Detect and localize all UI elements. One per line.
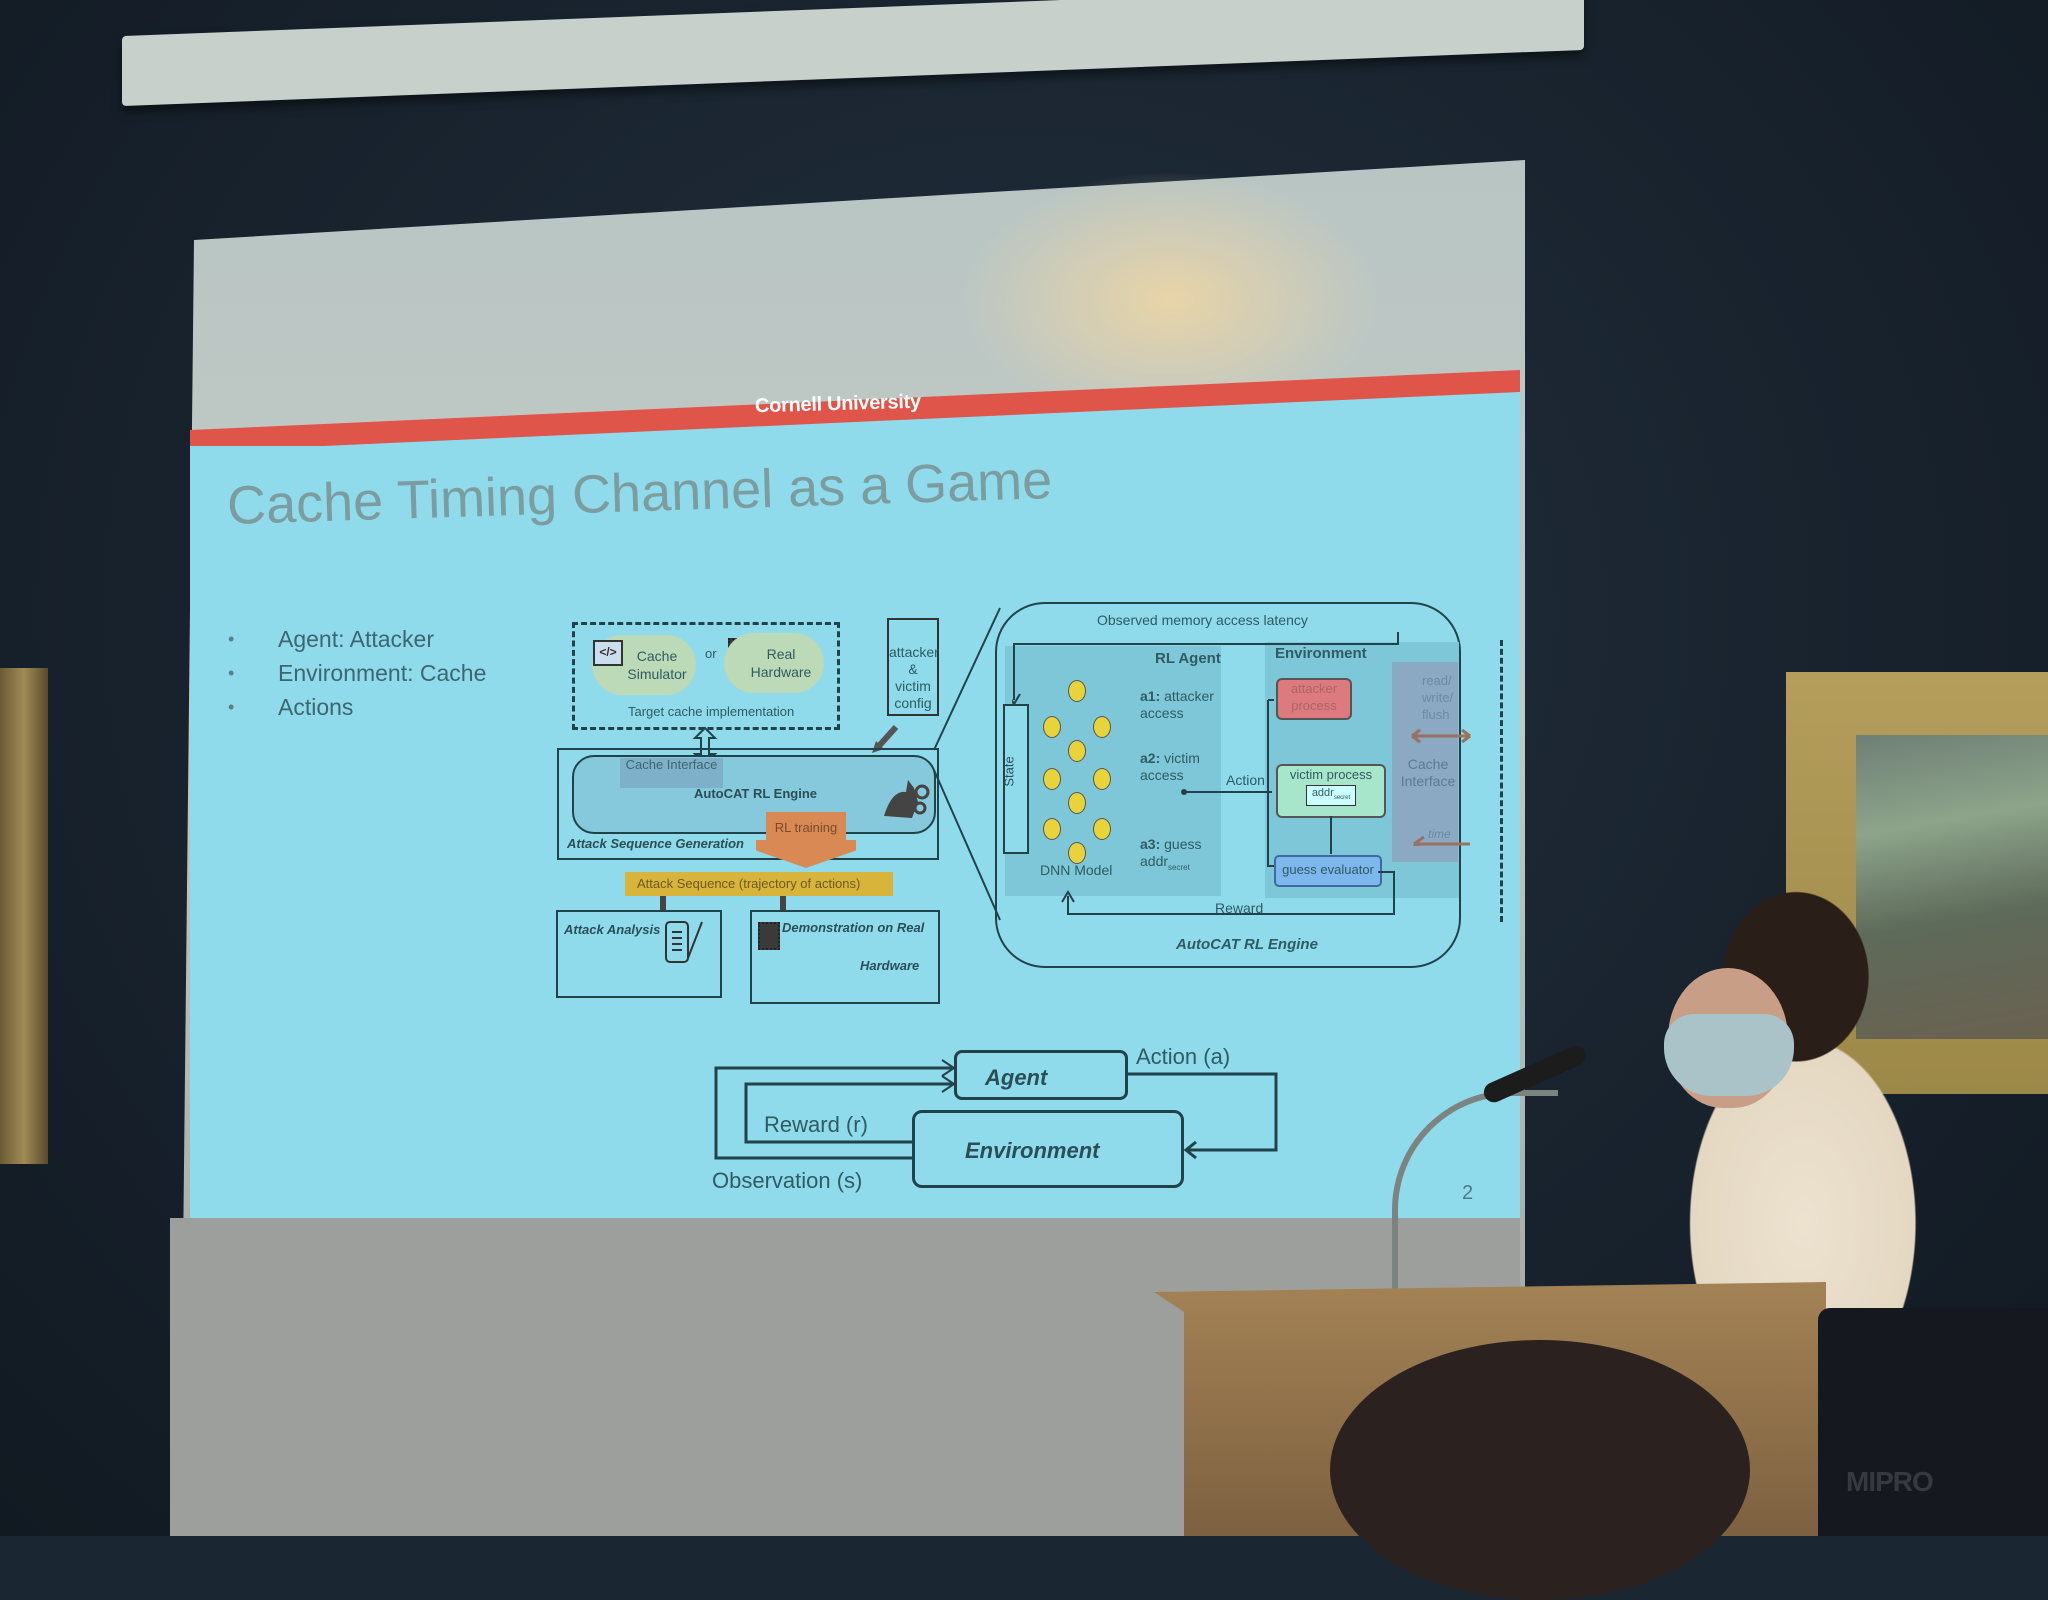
observation-s-label: Observation (s) — [712, 1168, 863, 1193]
action-a3: a3: guess addrsecret — [1140, 836, 1202, 872]
agent-box: Agent — [954, 1050, 1128, 1100]
rl-agent-panel — [1005, 646, 1221, 896]
attack-sequence-bar: Attack Sequence (trajectory of actions) — [625, 872, 893, 896]
header-brand: Cornell University — [754, 390, 922, 418]
dashed-bracket — [1500, 640, 1515, 922]
cache-interface-panel — [1392, 662, 1458, 862]
down-arrow-icon — [780, 896, 786, 910]
demonstration-box: Demonstration on Real Hardware — [750, 910, 940, 1004]
dnn-node — [1068, 842, 1086, 864]
dnn-node — [1043, 768, 1061, 790]
real-hardware-pill: Real Hardware — [724, 633, 824, 693]
dnn-node — [1043, 818, 1061, 840]
dnn-node — [1043, 716, 1061, 738]
zoom-connector-lines — [933, 607, 1001, 921]
or-label: or — [705, 646, 717, 661]
engine-caption: AutoCAT RL Engine — [1176, 936, 1318, 953]
victim-process-box: victim process addrsecret — [1276, 764, 1386, 818]
rl-agent-label: RL Agent — [1155, 650, 1221, 667]
action-a2: a2: victim access — [1140, 750, 1200, 783]
audience-head — [1330, 1340, 1750, 1600]
rl-loop-arrows — [714, 1059, 1278, 1160]
dnn-node — [1068, 680, 1086, 702]
dnn-node — [1093, 716, 1111, 738]
observed-latency-label: Observed memory access latency — [1097, 612, 1308, 628]
bullet-icon: • — [228, 697, 235, 717]
read-write-flush-label: read/ write/ flush — [1422, 673, 1454, 722]
bullet-list: •Agent: Attacker •Environment: Cache •Ac… — [228, 622, 486, 724]
chip-icon — [758, 922, 780, 950]
victim-to-guess-arrow — [1330, 816, 1332, 854]
dnn-node — [1068, 792, 1086, 814]
attacker-process-box: attacker process — [1276, 678, 1352, 720]
dnn-node — [1093, 818, 1111, 840]
bullet-icon: • — [228, 629, 235, 649]
dnn-node — [1068, 740, 1086, 762]
environment-label: Environment — [1275, 645, 1367, 662]
bullet-icon: • — [228, 663, 235, 683]
attack-sequence-generation-box — [557, 748, 939, 860]
cache-simulator-pill: Cache Simulator — [592, 635, 696, 695]
cache-interface-label: Cache Interface — [1400, 756, 1456, 789]
state-bar — [1003, 704, 1029, 854]
scroll-quill-icon — [665, 921, 703, 963]
presenter — [1626, 880, 1966, 1320]
cache-io-arrows — [1411, 728, 1471, 846]
config-arrow-icon — [872, 725, 899, 753]
config-document: attacker & victim config — [887, 618, 939, 716]
addr-secret-box: addrsecret — [1306, 785, 1356, 807]
environment-box: Environment — [912, 1110, 1184, 1188]
cache-interface-box: Cache Interface — [620, 758, 723, 788]
cat-gears-icon — [884, 780, 930, 818]
guess-evaluator-box: guess evaluator — [1274, 855, 1382, 887]
speaker-brand-label: MIPRO — [1846, 1466, 1934, 1497]
pa-speaker — [1818, 1308, 2048, 1536]
dnn-model-label: DNN Model — [1040, 862, 1113, 878]
reward-r-label: Reward (r) — [764, 1112, 868, 1137]
down-arrow-icon — [660, 896, 666, 910]
attack-analysis-box: Attack Analysis — [556, 910, 722, 998]
reward-label: Reward — [1215, 900, 1264, 916]
autocat-rl-engine-detail — [995, 602, 1461, 968]
action-label: Action — [1226, 772, 1265, 788]
face-mask — [1664, 1014, 1794, 1096]
state-label: State — [1001, 756, 1017, 787]
bullet-item: •Environment: Cache — [228, 656, 486, 690]
action-a-label: Action (a) — [1136, 1044, 1231, 1069]
bullet-item: •Agent: Attacker — [228, 622, 486, 656]
time-label: time — [1428, 827, 1451, 841]
engine-label: AutoCAT RL Engine — [694, 786, 818, 801]
reward-arrow — [1061, 871, 1395, 915]
target-impl-label: Target cache implementation — [628, 704, 795, 719]
bullet-item: •Actions — [228, 690, 486, 724]
action-a1: a1: attacker access — [1140, 688, 1214, 721]
code-icon: </> — [593, 640, 623, 666]
picture-frame-left — [0, 668, 48, 1164]
attack-seq-gen-label: Attack Sequence Generation — [567, 836, 744, 851]
dnn-node — [1093, 768, 1111, 790]
action-arrows — [1181, 699, 1274, 867]
